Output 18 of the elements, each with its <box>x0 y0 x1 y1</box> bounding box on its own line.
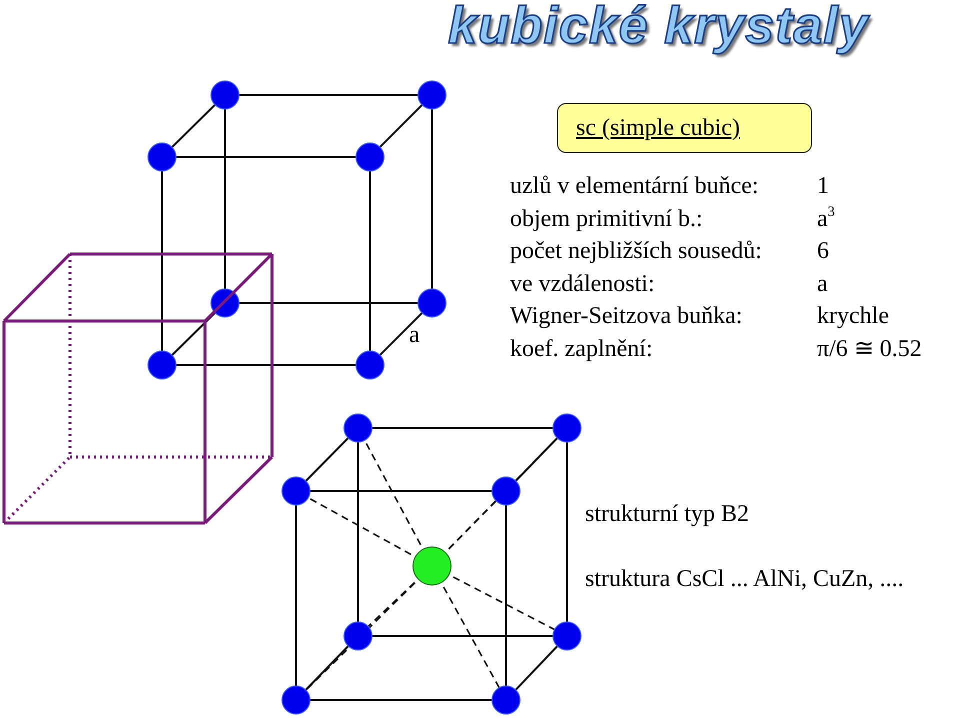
property-value: krychle <box>817 302 890 331</box>
property-value: π/6 ≅ 0.52 <box>817 334 922 364</box>
structure-examples-text: struktura CsCl ... AlNi, CuZn, .... <box>585 566 904 593</box>
property-label: koef. zaplnění: <box>510 334 654 364</box>
property-label: uzlů v elementární buňce: <box>510 172 760 201</box>
title-box <box>557 103 812 153</box>
title: kubické krystaly <box>448 0 869 56</box>
box-heading: sc (simple cubic) <box>576 114 740 142</box>
structure-type-text: strukturní typ B2 <box>585 501 750 528</box>
lattice-constant-label: a <box>409 322 420 349</box>
property-label: objem primitivní b.: <box>510 204 704 234</box>
property-value: a$^{3}$ <box>817 202 836 234</box>
property-label: Wigner-Seitzova buňka: <box>510 302 744 331</box>
property-value: 6 <box>817 237 830 266</box>
property-value: a <box>817 270 829 298</box>
property-value: 1 <box>817 172 830 201</box>
property-label: ve vzdálenosti: <box>510 270 656 298</box>
property-label: počet nejbližších sousedů: <box>510 237 763 266</box>
